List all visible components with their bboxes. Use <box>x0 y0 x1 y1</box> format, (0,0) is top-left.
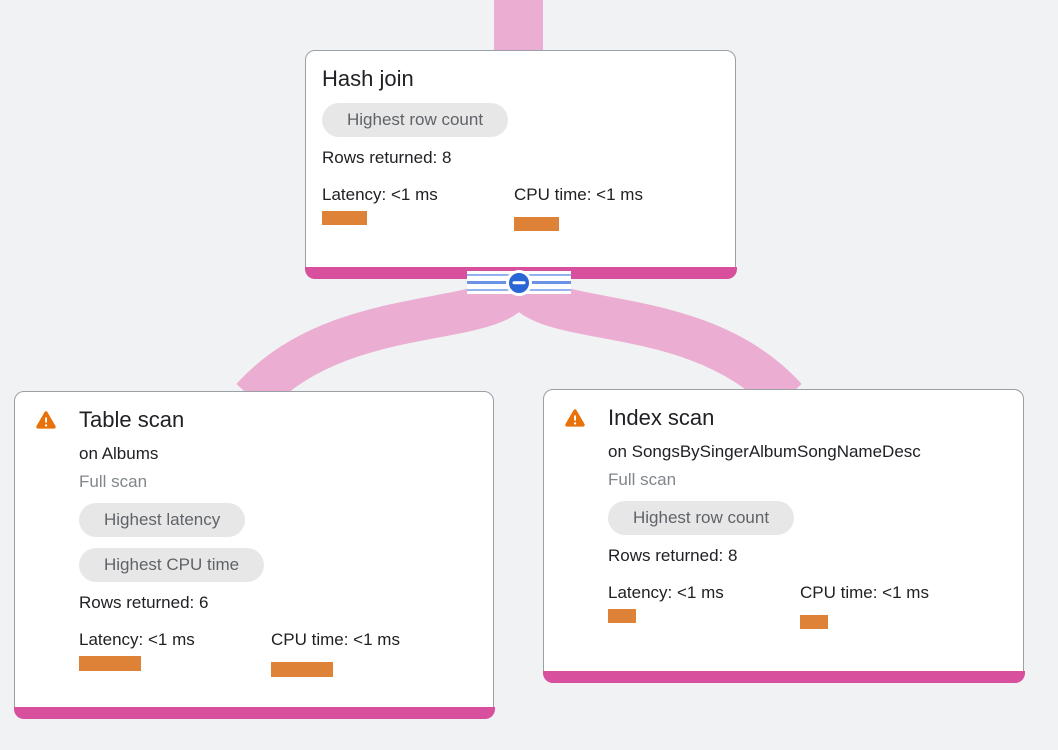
rows-returned-label: Rows returned: 8 <box>322 148 452 167</box>
badge-highest-row-count: Highest row count <box>322 103 509 137</box>
plan-node-table-scan[interactable]: Table scan on Albums Full scan Highest l… <box>13 391 495 719</box>
latency-label: Latency: <1 ms <box>79 630 195 649</box>
collapse-button[interactable] <box>506 269 532 296</box>
node-accent-strip <box>13 706 495 719</box>
cpu-time-label: CPU time: <1 ms <box>800 583 929 602</box>
node-title: Table scan <box>79 407 185 432</box>
latency-bar <box>322 211 367 225</box>
node-title: Index scan <box>608 405 715 430</box>
node-target: on Albums <box>79 444 159 463</box>
badge-highest-cpu-time: Highest CPU time <box>79 548 265 582</box>
cpu-time-label: CPU time: <1 ms <box>271 630 400 649</box>
node-accent-strip <box>542 670 1025 683</box>
rows-returned-label: Rows returned: 8 <box>608 546 738 565</box>
cpu-time-bar <box>271 662 333 677</box>
cpu-time-label: CPU time: <1 ms <box>514 185 643 204</box>
plan-node-hash-join[interactable]: Hash join Highest row count Rows returne… <box>304 50 737 279</box>
plan-node-index-scan[interactable]: Index scan on SongsBySingerAlbumSongName… <box>542 389 1025 683</box>
cpu-time-bar <box>800 615 828 629</box>
scan-type-label: Full scan <box>79 472 148 491</box>
minus-icon <box>512 280 526 285</box>
warning-icon <box>36 411 56 429</box>
latency-label: Latency: <1 ms <box>322 185 438 204</box>
edge-to-index-scan <box>502 273 802 413</box>
collapse-children-control[interactable] <box>467 269 571 296</box>
rows-returned-label: Rows returned: 6 <box>79 593 209 612</box>
latency-bar <box>79 656 141 671</box>
node-target: on SongsBySingerAlbumSongNameDesc <box>608 442 921 461</box>
latency-bar <box>608 609 636 623</box>
cpu-time-bar <box>514 217 559 231</box>
scan-type-label: Full scan <box>608 470 677 489</box>
edge-parent-incoming <box>494 0 543 56</box>
warning-icon <box>565 409 585 427</box>
edge-to-table-scan <box>236 273 536 413</box>
latency-label: Latency: <1 ms <box>608 583 724 602</box>
node-title: Hash join <box>322 66 414 91</box>
badge-highest-row-count: Highest row count <box>608 501 795 535</box>
badge-highest-latency: Highest latency <box>79 503 246 537</box>
